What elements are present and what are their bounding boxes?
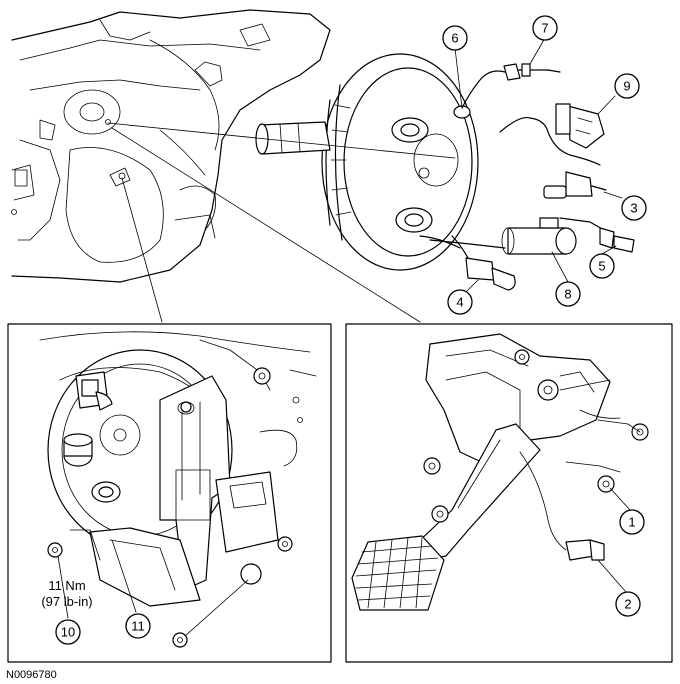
inset-brake-pedal-drawing	[351, 333, 649, 611]
callout-8: 8	[555, 281, 581, 307]
callout-10: 10	[55, 619, 81, 645]
svg-text:8: 8	[564, 287, 571, 302]
svg-text:4: 4	[456, 295, 463, 310]
callout-9: 9	[614, 73, 640, 99]
callout-2: 2	[615, 591, 641, 617]
callout-4: 4	[447, 289, 473, 315]
callout-7: 7	[532, 15, 558, 41]
inset-brake-pedal	[345, 323, 673, 663]
svg-text:2: 2	[624, 597, 631, 612]
callout-leaders	[57, 37, 631, 619]
inset-bolts	[47, 367, 293, 648]
firewall-panel	[11, 9, 331, 283]
callout-11: 11	[125, 613, 151, 639]
pedal-pad-texture	[355, 537, 439, 609]
svg-text:9: 9	[623, 79, 630, 94]
figure-id: N0096780	[6, 669, 57, 681]
inset-booster-bracket	[7, 323, 332, 663]
vacuum-hose-assembly	[461, 63, 607, 199]
leader-pedal-inset	[111, 127, 421, 323]
svg-text:1: 1	[628, 515, 635, 530]
leader-booster-inset	[121, 177, 163, 323]
svg-text:3: 3	[630, 201, 637, 216]
callout-5: 5	[589, 253, 615, 279]
brake-booster	[255, 53, 479, 271]
callout-1: 1	[619, 509, 645, 535]
svg-text:10: 10	[61, 625, 75, 640]
callout-6: 6	[442, 25, 468, 51]
torque-spec-line1: 11 Nm	[48, 578, 85, 593]
torque-spec-line2: (97 lb-in)	[41, 594, 92, 609]
svg-text:11: 11	[131, 619, 145, 634]
svg-text:7: 7	[541, 21, 548, 36]
svg-text:6: 6	[451, 31, 458, 46]
stop-lamp-switch-parts	[419, 217, 635, 291]
leader-booster	[107, 122, 456, 159]
inset-booster-bracket-drawing	[39, 331, 317, 648]
svg-text:5: 5	[598, 259, 605, 274]
callout-3: 3	[621, 195, 647, 221]
